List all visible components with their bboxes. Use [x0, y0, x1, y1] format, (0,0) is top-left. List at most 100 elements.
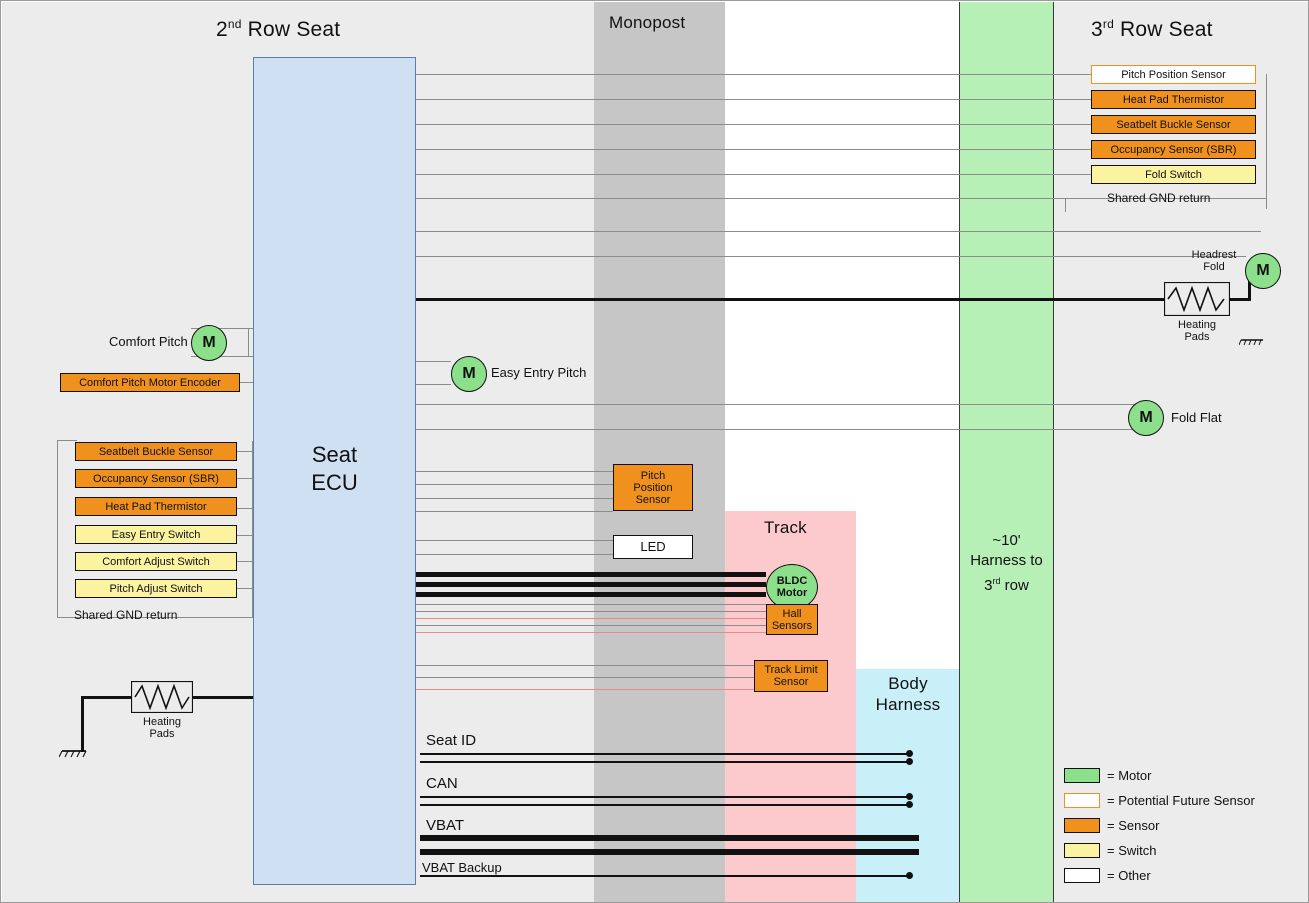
wire-seat-id-b: [420, 761, 910, 763]
legend-swatch-future-sensor: [1064, 793, 1100, 808]
box-2nd-seatbelt-buckle-sensor[interactable]: Seatbelt Buckle Sensor: [75, 442, 237, 461]
box-3rd-heat-pad-thermistor[interactable]: Heat Pad Thermistor: [1091, 90, 1256, 109]
box-2nd-pitch-adjust-switch[interactable]: Pitch Adjust Switch: [75, 579, 237, 598]
wire-2nd-left-gnd-bus: [57, 440, 58, 618]
wire-3rd-pitch-position: [416, 74, 1091, 75]
legend-label-future-sensor: = Potential Future Sensor: [1107, 793, 1255, 808]
wire-led-b: [416, 554, 613, 555]
box-comfort-pitch-motor-encoder[interactable]: Comfort Pitch Motor Encoder: [60, 373, 240, 392]
title-monopost: Monopost: [609, 13, 686, 32]
wire-mono-pps-c: [416, 498, 613, 499]
legend-label-other: = Other: [1107, 868, 1151, 883]
wire-track-limit-c: [416, 689, 754, 690]
wire-hall-a: [416, 604, 766, 605]
motor-headrest-fold[interactable]: M: [1245, 253, 1281, 289]
box-hall-sensors[interactable]: Hall Sensors: [766, 604, 818, 635]
legend-row-switch: = Switch: [1064, 838, 1299, 863]
label-bus-can: CAN: [426, 775, 458, 792]
box-monopost-pitch-position-sensor[interactable]: Pitch Position Sensor: [613, 464, 693, 511]
label-heating-pads-3rd: Heating Pads: [1178, 319, 1216, 343]
box-3rd-fold-switch[interactable]: Fold Switch: [1091, 165, 1256, 184]
wire-2nd-heatpad: [237, 508, 255, 509]
wire-comfort-pitch-a: [191, 328, 253, 329]
box-3rd-seatbelt-buckle-sensor[interactable]: Seatbelt Buckle Sensor: [1091, 115, 1256, 134]
motor-comfort-pitch[interactable]: M: [191, 325, 227, 361]
connector-dot-vbat-backup: [906, 872, 913, 879]
connector-dot-seat-id-b: [906, 758, 913, 765]
legend-swatch-other: [1064, 868, 1100, 883]
wire-2nd-gnd-top: [57, 440, 77, 441]
box-2nd-heat-pad-thermistor[interactable]: Heat Pad Thermistor: [75, 497, 237, 516]
wire-vbat-a: [420, 835, 919, 841]
label-heating-pads-2nd: Heating Pads: [143, 716, 181, 740]
motor-fold-flat[interactable]: M: [1128, 400, 1164, 436]
wire-vbat-backup: [420, 875, 910, 877]
wire-hall-e: [416, 632, 766, 633]
wire-2nd-heatpad-right: [191, 696, 253, 699]
wire-headrest-fold-b: [416, 256, 1246, 257]
title-second-row-seat: 2nd Row Seat: [216, 17, 341, 41]
label-bus-vbat-backup: VBAT Backup: [422, 860, 502, 875]
wire-2nd-seatbelt: [237, 451, 255, 452]
wire-easy-entry-b: [416, 384, 451, 385]
connector-dot-seat-id-a: [906, 750, 913, 757]
box-2nd-easy-entry-switch[interactable]: Easy Entry Switch: [75, 525, 237, 544]
wire-led-a: [416, 540, 613, 541]
wire-2nd-heatpad-left: [81, 696, 135, 699]
wire-3rd-heat-pad: [416, 99, 1091, 100]
label-fold-flat: Fold Flat: [1171, 410, 1222, 425]
legend-label-switch: = Switch: [1107, 843, 1157, 858]
label-3rd-shared-gnd: Shared GND return: [1107, 191, 1211, 205]
legend-row-sensor: = Sensor: [1064, 813, 1299, 838]
box-track-limit-sensor[interactable]: Track Limit Sensor: [754, 660, 828, 692]
wire-heating-pads-3rd-right: [1229, 298, 1251, 301]
title-body-harness: Body Harness: [875, 674, 941, 714]
wire-mono-pps-a: [416, 471, 613, 472]
ground-symbol-2nd: [59, 750, 87, 758]
box-2nd-occupancy-sensor[interactable]: Occupancy Sensor (SBR): [75, 469, 237, 488]
wire-mono-pps-b: [416, 484, 613, 485]
harness-length-label: ~10' Harness to 3rd row: [970, 532, 1043, 594]
wire-fold-flat-b: [416, 429, 1141, 430]
wire-2nd-occupancy: [237, 478, 255, 479]
bus-anchor: [420, 753, 421, 754]
wire-track-limit-a: [416, 665, 754, 666]
wire-2nd-right-bus: [252, 441, 253, 618]
wire-2nd-easy-entry: [237, 535, 255, 536]
box-3rd-occupancy-sensor[interactable]: Occupancy Sensor (SBR): [1091, 140, 1256, 159]
resistor-heating-pads-2nd: [131, 681, 193, 713]
wire-comfort-pitch-join: [248, 328, 249, 356]
wire-headrest-fold-a: [416, 231, 1261, 232]
resistor-heating-pads-3rd: [1164, 282, 1230, 316]
legend-swatch-sensor: [1064, 818, 1100, 833]
wire-bldc-phase-c: [416, 592, 766, 597]
motor-bldc[interactable]: BLDC Motor: [766, 564, 818, 610]
zone-monopost: [594, 2, 725, 902]
connector-dot-can-b: [906, 801, 913, 808]
wire-3rd-right-bus: [1266, 74, 1267, 209]
wire-2nd-heatpad-gnd: [81, 696, 84, 752]
wire-3rd-fold-switch: [416, 174, 1091, 175]
box-2nd-comfort-adjust-switch[interactable]: Comfort Adjust Switch: [75, 552, 237, 571]
zone-harness-to-third-row: [959, 2, 1054, 902]
wire-hall-d: [416, 625, 766, 626]
label-headrest-fold: Headrest Fold: [1191, 249, 1237, 273]
wire-3rd-shared-gnd: [416, 198, 1091, 199]
seat-ecu-block[interactable]: [253, 57, 416, 885]
ground-symbol-3rd: [1239, 339, 1263, 346]
legend-row-motor: = Motor: [1064, 763, 1299, 788]
title-track: Track: [764, 518, 807, 537]
legend-swatch-motor: [1064, 768, 1100, 783]
wire-heating-pads-3rd-up: [1248, 270, 1251, 301]
connector-dot-can-a: [906, 793, 913, 800]
wire-2nd-gnd-bottom: [57, 617, 253, 618]
label-comfort-pitch: Comfort Pitch: [109, 334, 188, 349]
box-monopost-led[interactable]: LED: [613, 535, 693, 559]
box-3rd-pitch-position-sensor[interactable]: Pitch Position Sensor: [1091, 65, 1256, 84]
motor-easy-entry-pitch[interactable]: M: [451, 356, 487, 392]
label-easy-entry-pitch: Easy Entry Pitch: [491, 365, 587, 380]
wire-hall-b: [416, 611, 766, 612]
wire-can-b: [420, 804, 910, 806]
wire-bldc-phase-b: [416, 582, 766, 587]
wire-mono-pps-d: [416, 511, 613, 512]
